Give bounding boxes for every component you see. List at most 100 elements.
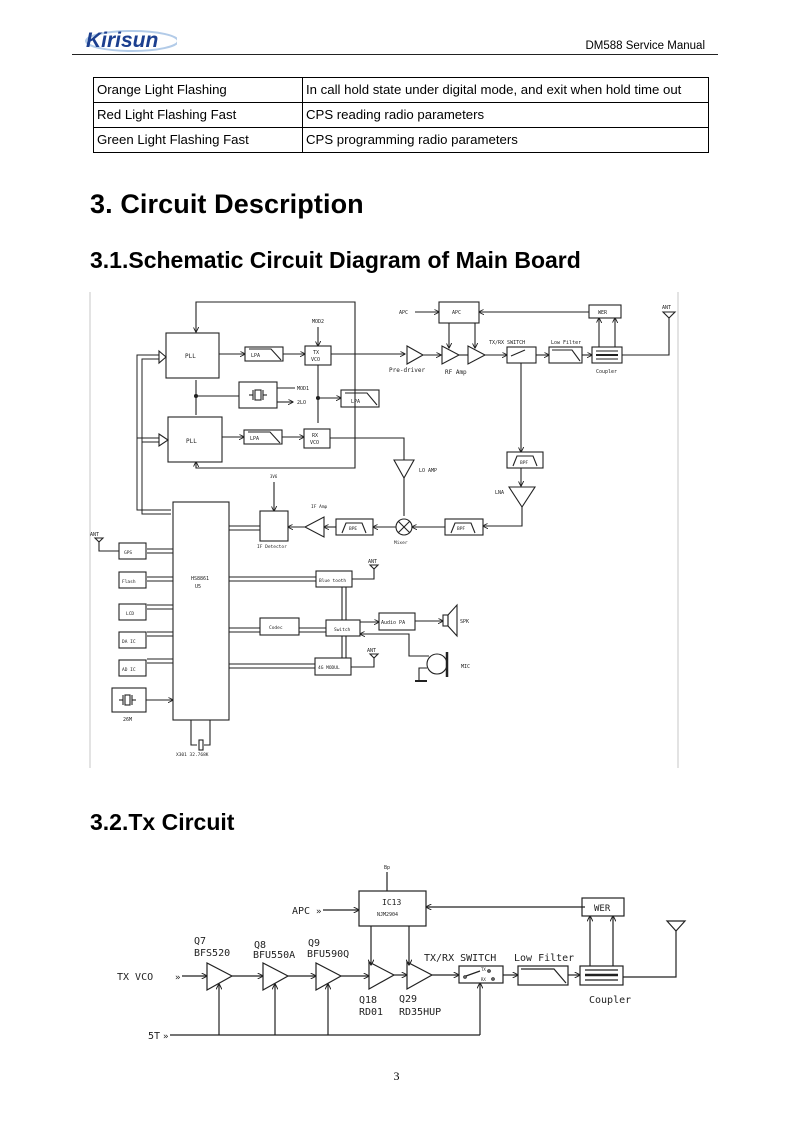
mod2-label: MOD2	[312, 319, 324, 325]
svg-text:X301 32.768K: X301 32.768K	[176, 752, 209, 758]
svg-text:RF Amp: RF Amp	[445, 369, 467, 376]
bpf-filter: BPF	[444, 518, 484, 536]
svg-text:LCD: LCD	[126, 611, 134, 617]
led-state: Green Light Flashing Fast	[93, 127, 303, 153]
lpa-filter: LPA	[340, 389, 380, 408]
coupler: Coupler	[591, 346, 623, 375]
mixer: Mixer	[394, 518, 413, 546]
2lo-label: 2LO	[297, 400, 306, 406]
apc-input-label: APC	[292, 906, 310, 917]
codec-block: Codec	[259, 617, 300, 636]
audio-pa: Audio PA	[378, 612, 416, 631]
svg-text:BPE: BPE	[349, 526, 357, 532]
lna-amp: LNA	[495, 486, 537, 509]
svg-text:»: »	[316, 907, 321, 917]
flash-memory: Flash	[118, 571, 147, 589]
svg-text:ANT: ANT	[90, 532, 99, 538]
table-row: Green Light Flashing Fast CPS programmin…	[93, 127, 709, 153]
svg-text:ANT: ANT	[367, 648, 376, 654]
bpe-filter: BPE	[335, 518, 374, 536]
q29-part: RD35HUP	[399, 1007, 441, 1018]
svg-text:VCO: VCO	[310, 440, 319, 446]
q9-amplifier	[315, 962, 343, 992]
q29-label: Q29	[399, 994, 417, 1005]
pll-top-block: PLL	[165, 332, 220, 379]
svg-text:DA IC: DA IC	[122, 639, 136, 645]
lpa-filter: LPA	[243, 429, 283, 445]
svg-text:ANT: ANT	[662, 305, 671, 311]
document-title: DM588 Service Manual	[585, 40, 705, 52]
q9-label: Q9	[308, 938, 320, 949]
svg-text:VCO: VCO	[311, 357, 320, 363]
led-description: CPS reading radio parameters	[302, 102, 709, 128]
txrx-switch: TX RX	[458, 965, 504, 984]
da-ic-block: DA IC	[118, 631, 147, 649]
svg-text:4G MODUL: 4G MODUL	[318, 665, 340, 671]
coupler-label: Coupler	[589, 995, 631, 1006]
pre-driver-amp: Pre-driver	[389, 345, 426, 374]
4g-module: 4G MODUL	[314, 657, 352, 676]
bluetooth-module: Blue tooth	[315, 570, 353, 588]
table-row: Orange Light Flashing In call hold state…	[93, 77, 709, 103]
svg-text:Kirisun: Kirisun	[86, 29, 158, 52]
svg-text:BPF: BPF	[520, 460, 528, 466]
svg-text:PLL: PLL	[186, 438, 197, 445]
svg-text:NJM2904: NJM2904	[377, 912, 398, 918]
svg-text:WER: WER	[598, 310, 608, 316]
svg-text:»: »	[163, 1032, 168, 1042]
antenna-icon: ANT	[367, 648, 380, 659]
q7-part: BFS520	[194, 948, 230, 959]
q7-label: Q7	[194, 936, 206, 947]
antenna-icon: ANT	[661, 305, 677, 319]
low-filter	[548, 346, 583, 364]
tx-vco-input-label: TX VCO	[117, 972, 153, 983]
low-filter-label: Low Filter	[514, 953, 574, 964]
low-filter-label: Low Filter	[551, 340, 581, 346]
cpu-hs8861: HS8861 U5	[172, 501, 230, 721]
svg-text:»: »	[175, 973, 180, 983]
section-heading: 3. Circuit Description	[90, 189, 364, 219]
svg-text:IF Detector: IF Detector	[257, 544, 287, 550]
svg-text:PLL: PLL	[185, 353, 196, 360]
antenna-icon	[665, 920, 687, 932]
svg-text:APC: APC	[452, 310, 461, 316]
svg-text:AD IC: AD IC	[122, 667, 136, 673]
rf-amp: RF Amp	[441, 345, 487, 376]
kirisun-logo: Kirisun	[85, 29, 177, 52]
svg-text:Blue tooth: Blue tooth	[319, 578, 346, 584]
svg-text:U5: U5	[195, 584, 201, 590]
audio-switch: Switch	[325, 619, 361, 637]
svg-text:LO AMP: LO AMP	[419, 468, 437, 474]
if-detector: IF Detector	[257, 510, 289, 550]
svg-text:RX: RX	[481, 977, 486, 982]
q7-amplifier	[206, 962, 234, 992]
svg-text:Mixer: Mixer	[394, 540, 408, 546]
q18-part: RD01	[359, 1007, 383, 1018]
svg-text:Flash: Flash	[122, 579, 136, 585]
q8-label: Q8	[254, 940, 266, 951]
svg-text:Switch: Switch	[334, 627, 351, 633]
main-board-block-diagram: PLL PLL LPA TX VCO MOD2 MOD1 2LO LPA	[89, 290, 681, 775]
tx-vco-block: TX VCO	[304, 345, 332, 366]
svg-text:26M: 26M	[123, 717, 132, 723]
q8-amplifier	[262, 962, 290, 992]
3v6-label: 3V6	[270, 474, 278, 479]
wer-block: WER	[588, 304, 622, 319]
antenna-icon: ANT	[368, 559, 380, 570]
if-amp: IF Amp	[303, 504, 328, 538]
svg-text:GPS: GPS	[124, 550, 132, 556]
svg-text:LPA: LPA	[250, 436, 259, 442]
5t-input-label: 5T	[148, 1031, 160, 1042]
speaker-icon: SPK	[442, 603, 469, 638]
subsection-heading-tx-circuit: 3.2.Tx Circuit	[90, 809, 235, 835]
header-divider	[72, 54, 718, 55]
led-status-table: Orange Light Flashing In call hold state…	[93, 77, 709, 153]
crystal-32k: X301 32.768K	[176, 720, 211, 758]
mod1-label: MOD1	[297, 386, 309, 392]
txrx-switch-label: TX/RX SWITCH	[489, 340, 525, 346]
bpf-filter: BPF	[506, 451, 544, 469]
crystal-26m: 26M	[111, 687, 147, 723]
led-description: CPS programming radio parameters	[302, 127, 709, 153]
svg-text:TX: TX	[313, 350, 319, 356]
svg-text:MIC: MIC	[461, 664, 470, 670]
